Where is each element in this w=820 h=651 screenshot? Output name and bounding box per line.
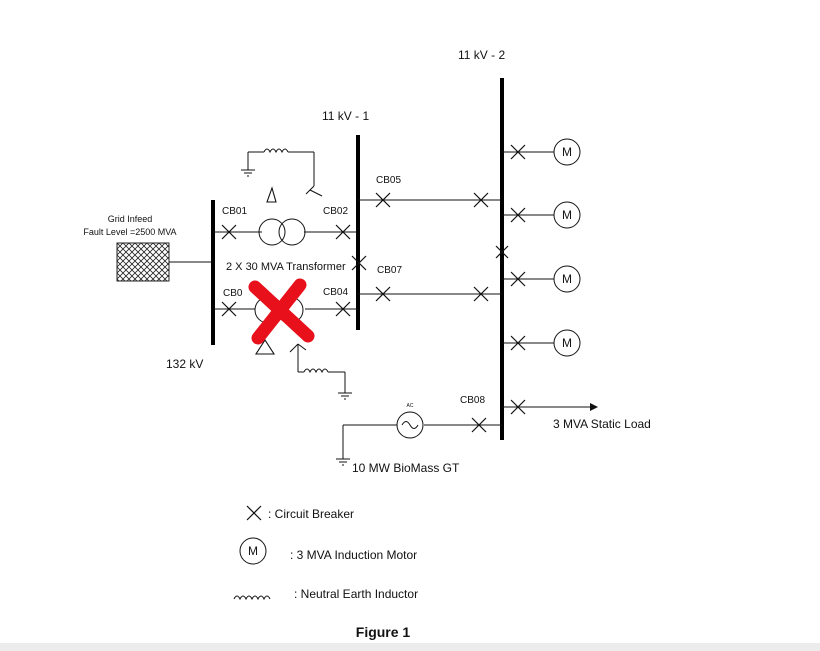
induction-motor-icon: [553, 201, 581, 229]
circuit-breaker-icon: [335, 224, 351, 240]
legend-motor-symbol: M: [248, 544, 258, 558]
legend-inductor-text: : Neutral Earth Inductor: [294, 587, 418, 601]
cb02-label: CB02: [323, 206, 348, 217]
motor-feeder-4: M: [502, 329, 581, 357]
circuit-breaker-icon: [375, 286, 391, 302]
grid-infeed-label: Grid Infeed: [108, 214, 153, 224]
circuit-breaker-icon: [473, 192, 489, 208]
legend-motor-icon: [239, 537, 267, 565]
motor-feeder-1: M: [502, 138, 581, 166]
neutral-earthing-bottom: [289, 343, 352, 400]
induction-motor-icon: [553, 265, 581, 293]
motor-symbol: M: [562, 336, 572, 350]
legend-inductor-icon: [233, 595, 271, 601]
grid-source-block: [116, 242, 170, 282]
bus-11kv-2-label: 11 kV - 2: [458, 48, 505, 62]
delta-winding-icon: [266, 186, 277, 203]
delta-winding-icon: [254, 338, 276, 355]
cb05-label: CB05: [376, 175, 401, 186]
cb04-label: CB04: [323, 287, 348, 298]
cb07-label: CB07: [377, 265, 402, 276]
transformer-label: 2 X 30 MVA Transformer: [226, 261, 346, 273]
motor-feeder-3: M: [502, 265, 581, 293]
cb03-label: CB0: [223, 288, 243, 299]
circuit-breaker-icon: [221, 224, 237, 240]
figure-caption: Figure 1: [356, 624, 411, 640]
cb08-label: CB08: [460, 395, 485, 406]
ac-text: AC: [407, 403, 414, 409]
interconnector-cb05: CB05: [358, 175, 502, 208]
induction-motor-icon: [553, 329, 581, 357]
circuit-breaker-icon: [375, 192, 391, 208]
generator-feeder: CB08 AC 10 MW BioMass GT: [336, 395, 502, 475]
generator-label: 10 MW BioMass GT: [352, 461, 460, 475]
cb01-label: CB01: [222, 206, 247, 217]
bus-11kv-1-label: 11 kV - 1: [322, 109, 369, 123]
circuit-breaker-icon: [495, 245, 509, 259]
neutral-inductor-icon: [263, 148, 289, 154]
red-cross-mark: [248, 278, 315, 345]
page-bottom-bar: [0, 643, 820, 651]
motor-feeder-2: M: [502, 201, 581, 229]
legend-motor-text: : 3 MVA Induction Motor: [290, 548, 417, 562]
neutral-inductor-icon: [303, 368, 329, 374]
induction-motor-icon: [553, 138, 581, 166]
motor-symbol: M: [562, 272, 572, 286]
neutral-earthing-top: [241, 148, 323, 197]
transformer-1-branch: CB01 CB02: [213, 148, 358, 246]
legend: : Circuit Breaker M : 3 MVA Induction Mo…: [233, 505, 418, 601]
circuit-breaker-icon: [335, 301, 351, 317]
grid-infeed: Grid Infeed Fault Level =2500 MVA: [83, 214, 213, 282]
motor-symbol: M: [562, 145, 572, 159]
transformer-icon: [258, 218, 306, 246]
motor-symbol: M: [562, 208, 572, 222]
static-load-feeder: 3 MVA Static Load: [502, 399, 651, 431]
circuit-breaker-icon: [473, 286, 489, 302]
static-load-label: 3 MVA Static Load: [553, 417, 651, 431]
bus-132kv-label: 132 kV: [166, 357, 203, 371]
legend-breaker-icon: [246, 505, 262, 521]
circuit-breaker-icon: [351, 255, 367, 271]
legend-breaker-text: : Circuit Breaker: [268, 507, 354, 521]
circuit-breaker-icon: [221, 301, 237, 317]
grid-fault-level-label: Fault Level =2500 MVA: [83, 227, 176, 237]
interconnector-cb07: CB07: [351, 255, 502, 302]
